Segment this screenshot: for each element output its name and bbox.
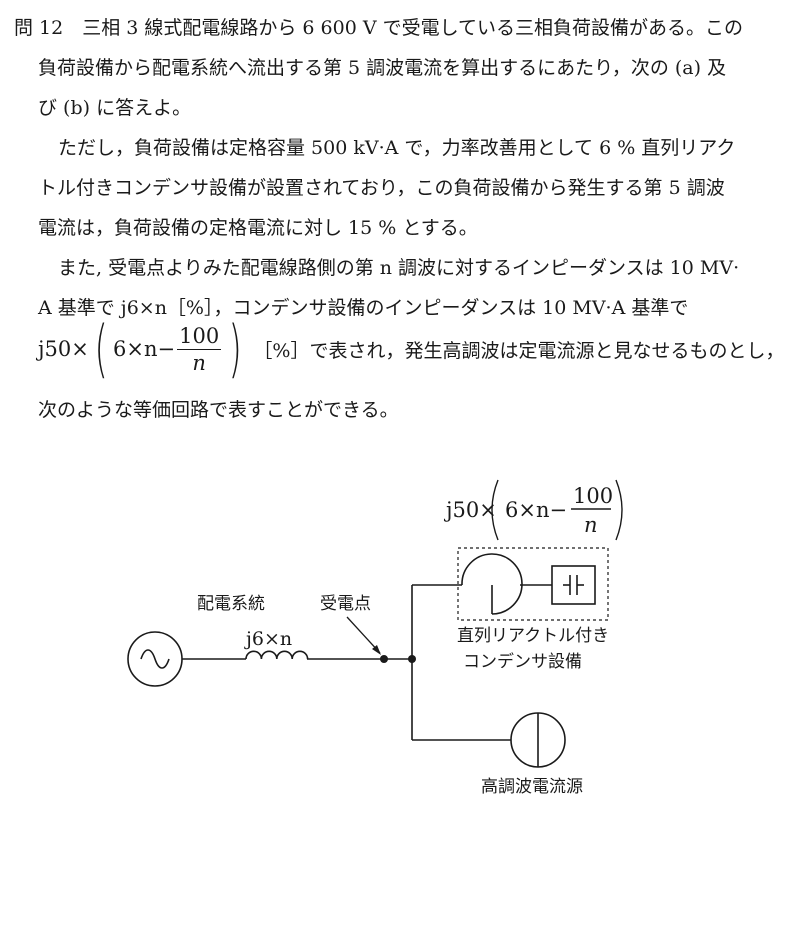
- current-source-icon: [510, 712, 566, 768]
- text-line-2: 負荷設備から配電系統へ流出する第 5 調波電流を算出するにあたり，次の (a) …: [38, 57, 727, 79]
- left-paren: (: [94, 312, 108, 385]
- label-harmonic-source: 高調波電流源: [481, 777, 583, 797]
- capacitor-icon: [551, 565, 596, 605]
- label-distribution-system: 配電系統: [197, 594, 265, 614]
- text-line-9: 次のような等価回路で表すことができる。: [38, 399, 399, 421]
- top-formula-inner: 6×n−: [505, 498, 567, 522]
- text-line-7: また, 受電点よりみた配電線路側の第 n 調波に対するインピーダンスは 10 M…: [58, 257, 740, 279]
- text-line-5: トル付きコンデンサ設備が設置されており，この負荷設備から発生する第 5 調波: [38, 177, 725, 199]
- ac-source-icon: [127, 631, 183, 687]
- label-line-impedance: j6×n: [244, 628, 292, 650]
- label-receiving-point: 受電点: [320, 594, 371, 614]
- top-formula-denominator: n: [584, 513, 598, 537]
- top-formula-prefix: j50×: [443, 498, 497, 522]
- text-line-6: 電流は，負荷設備の定格電流に対し 15 % とする。: [38, 217, 478, 239]
- text-line-8: A 基準で j6×n［%］，コンデンサ設備のインピーダンスは 10 MV·A 基…: [38, 297, 689, 319]
- label-capacitor-line2: コンデンサ設備: [463, 651, 582, 672]
- formula-inner: 6×n−: [113, 337, 176, 361]
- fraction-denominator: n: [192, 350, 206, 375]
- capacitor-impedance-formula: j50× 6×n− 100 n: [443, 479, 623, 541]
- text-line-4: ただし，負荷設備は定格容量 500 kV·A で，力率改善用として 6 % 直列…: [58, 137, 736, 159]
- text-line-3: び (b) に答えよ。: [38, 97, 192, 119]
- fraction-numerator: 100: [177, 323, 222, 350]
- capacitor-equipment-box: [457, 547, 609, 621]
- formula-prefix: j50×: [38, 337, 89, 361]
- inductor-icon: [245, 650, 309, 660]
- reactor-icon: [461, 553, 523, 615]
- receiving-point-arrowhead: [372, 645, 381, 655]
- top-right-paren: [615, 479, 623, 541]
- text-line-1: 問 12 三相 3 線式配電線路から 6 600 V で受電している三相負荷設備…: [14, 17, 744, 39]
- receiving-point-dot: [380, 655, 388, 663]
- formula-suffix: ［%］で表され，発生高調波は定電流源と見なせるものとし，: [253, 339, 785, 362]
- top-formula-numerator: 100: [573, 484, 613, 508]
- label-capacitor-line1: 直列リアクトル付き: [457, 626, 609, 646]
- right-paren: ): [228, 312, 242, 385]
- top-left-paren: [491, 479, 499, 541]
